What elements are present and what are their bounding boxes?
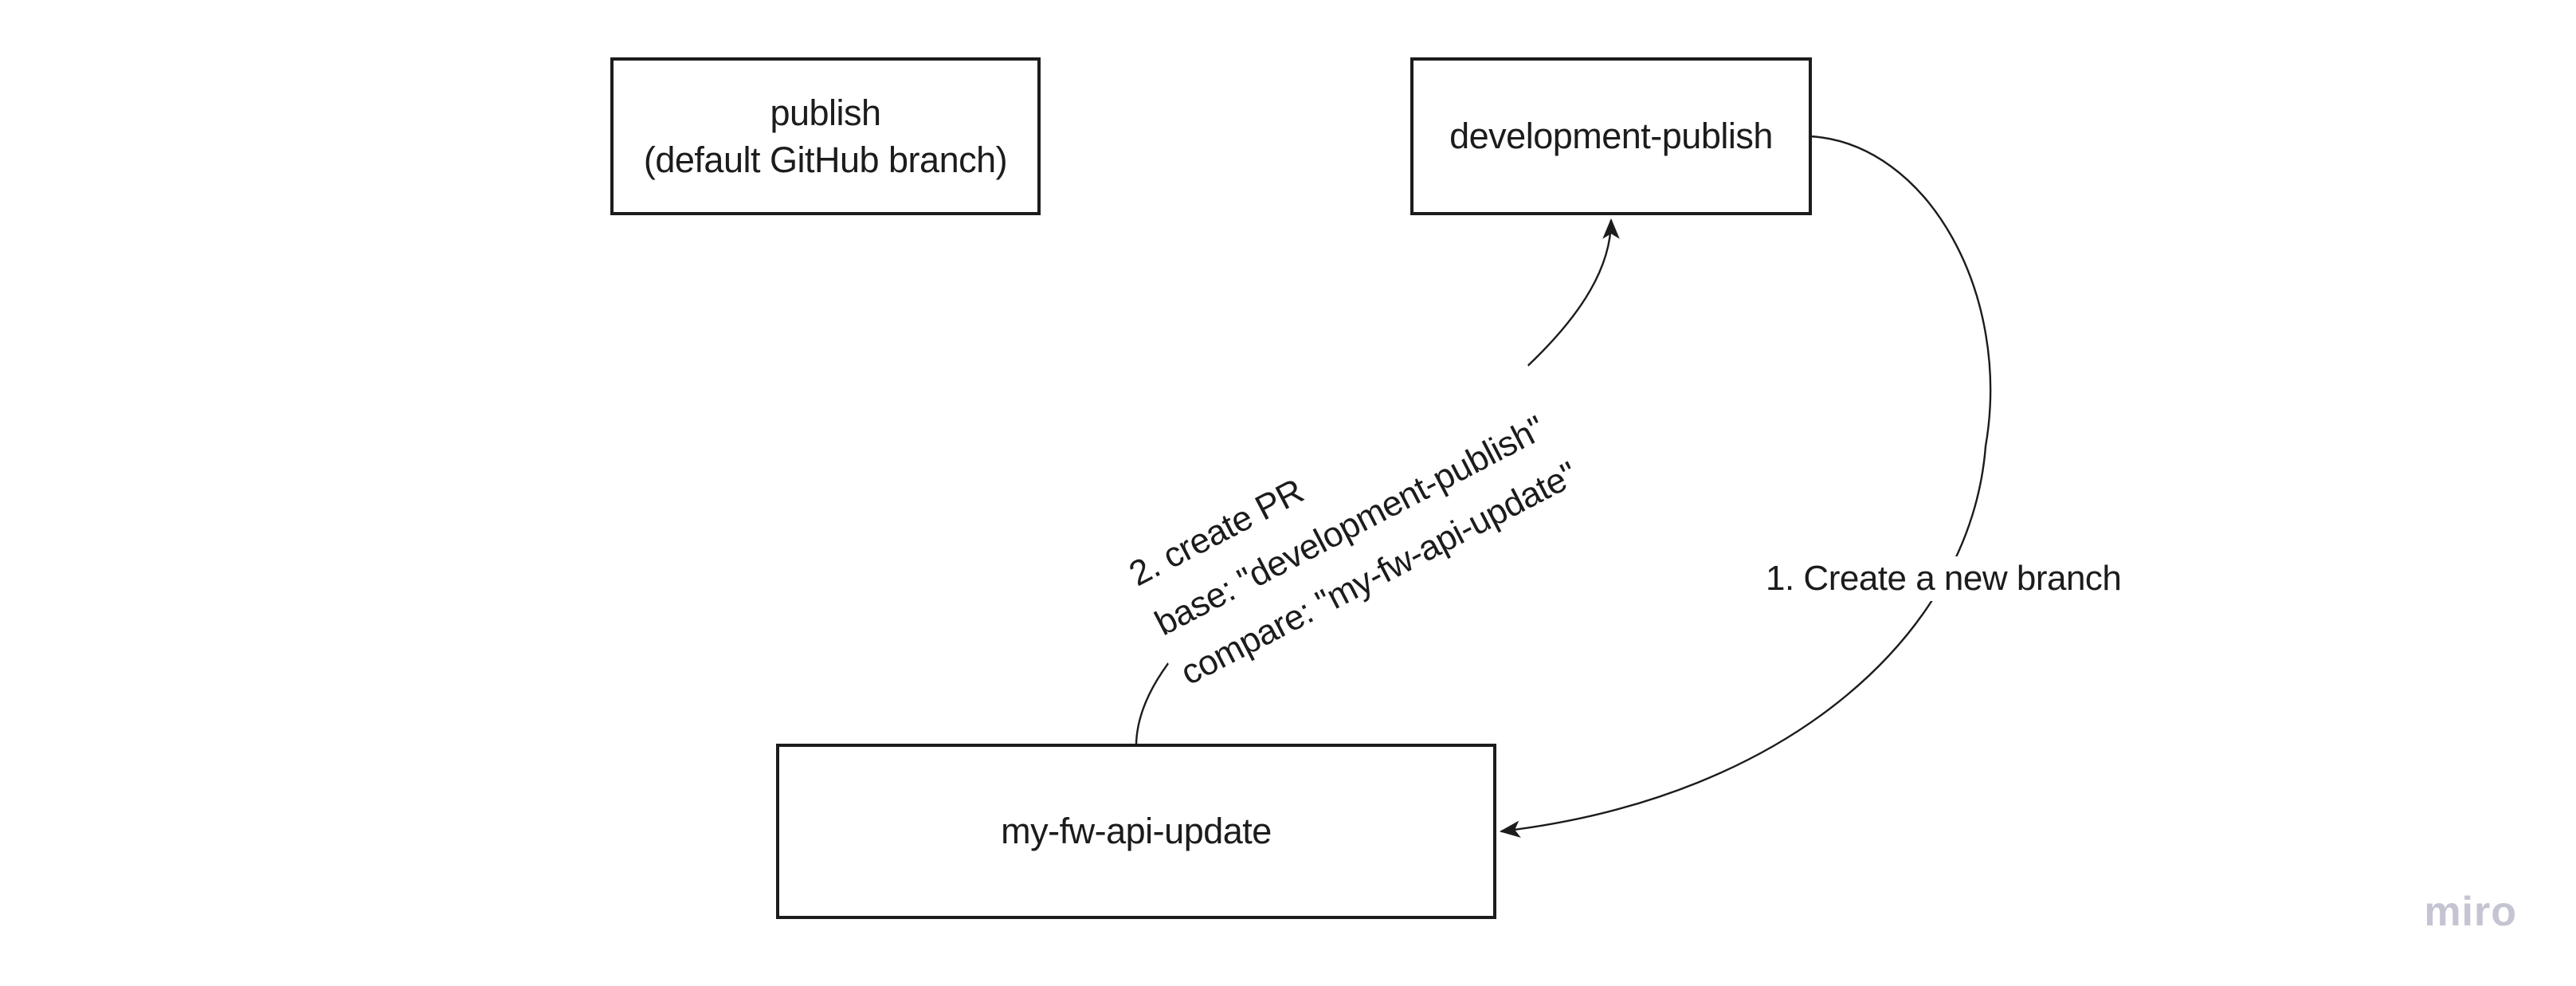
node-development-publish-branch[interactable]: development-publish: [1410, 57, 1812, 215]
node-publish-branch[interactable]: publish (default GitHub branch): [610, 57, 1041, 215]
connector-create-branch-arrow[interactable]: [1499, 135, 1992, 838]
node-my-fw-api-update-label: my-fw-api-update: [1001, 811, 1272, 852]
miro-watermark-logo: miro: [2424, 889, 2517, 935]
node-development-publish-label: development-publish: [1449, 116, 1773, 157]
node-publish-label: publish (default GitHub branch): [643, 92, 1008, 180]
node-my-fw-api-update-branch[interactable]: my-fw-api-update: [776, 744, 1496, 919]
connector-label-create-branch[interactable]: 1. Create a new branch: [1758, 556, 2130, 601]
